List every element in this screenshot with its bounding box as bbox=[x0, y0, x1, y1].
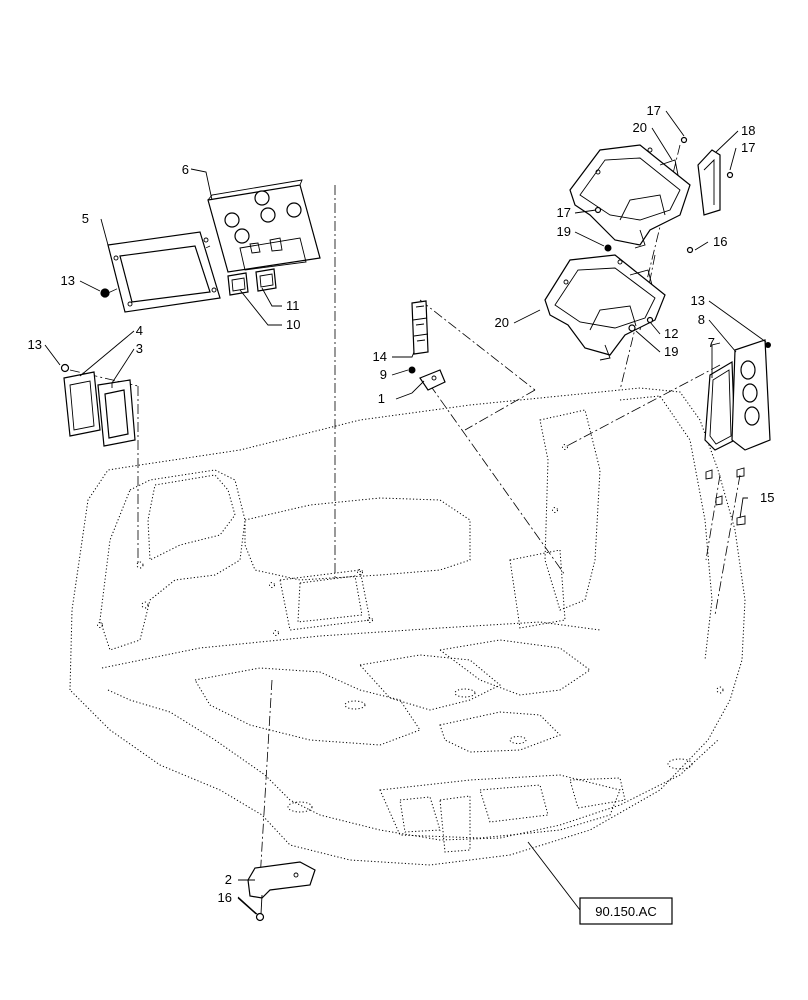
callout-9: 9 bbox=[380, 367, 387, 382]
part-13-nut bbox=[100, 288, 110, 298]
callout-16-upper: 16 bbox=[713, 234, 727, 249]
part-17-screw bbox=[594, 206, 602, 214]
callout-numbers: 1 2 3 4 5 6 7 8 9 10 11 12 13 13 13 14 1… bbox=[28, 103, 775, 905]
callout-12: 12 bbox=[664, 326, 678, 341]
callout-18: 18 bbox=[741, 123, 755, 138]
reference-link[interactable]: 90.150.AC bbox=[579, 897, 673, 925]
part-16-screw bbox=[686, 246, 694, 254]
part-13-nut bbox=[765, 342, 771, 348]
part-11-switch bbox=[255, 268, 277, 292]
callout-2: 2 bbox=[225, 872, 232, 887]
callout-20-upper: 20 bbox=[633, 120, 647, 135]
part-1-bracket bbox=[419, 369, 446, 391]
reference-label: 90.150.AC bbox=[595, 904, 656, 919]
callout-1: 1 bbox=[378, 391, 385, 406]
part-8-panel bbox=[731, 339, 771, 451]
part-17-screw bbox=[726, 171, 734, 179]
callout-19-upper: 19 bbox=[557, 224, 571, 239]
part-13-washer bbox=[60, 363, 70, 373]
part-19-nut bbox=[628, 324, 636, 332]
part-10-switch bbox=[227, 272, 249, 296]
callout-19-lower: 19 bbox=[664, 344, 678, 359]
callout-13-left: 13 bbox=[61, 273, 75, 288]
part-20-bracket-upper bbox=[569, 144, 691, 249]
callout-7: 7 bbox=[708, 335, 715, 350]
callout-11: 11 bbox=[286, 298, 300, 313]
callout-4: 4 bbox=[136, 323, 143, 338]
part-16-bolt bbox=[255, 894, 265, 922]
part-4-gasket bbox=[63, 371, 101, 437]
callout-13-frame: 13 bbox=[28, 337, 42, 352]
callout-10: 10 bbox=[286, 317, 300, 332]
part-17-screw bbox=[680, 136, 688, 144]
callout-14: 14 bbox=[373, 349, 387, 364]
callout-5: 5 bbox=[82, 211, 89, 226]
part-6-panel bbox=[207, 179, 321, 273]
callout-17-left: 17 bbox=[557, 205, 571, 220]
cab-roof-outline bbox=[69, 387, 746, 866]
callout-3: 3 bbox=[136, 341, 143, 356]
part-12-screw bbox=[646, 316, 654, 324]
part-15-clips bbox=[705, 467, 746, 526]
callout-17-top: 17 bbox=[647, 103, 661, 118]
part-5-frame bbox=[107, 231, 221, 313]
callout-15: 15 bbox=[760, 490, 774, 505]
part-7-seal bbox=[704, 360, 736, 451]
part-9-nut bbox=[408, 366, 416, 374]
part-2-bracket bbox=[247, 861, 316, 899]
callout-8: 8 bbox=[698, 312, 705, 327]
leader-lines bbox=[44, 110, 767, 916]
callout-13-right: 13 bbox=[691, 293, 705, 308]
part-18-bracket bbox=[697, 149, 721, 216]
callout-20-lower: 20 bbox=[495, 315, 509, 330]
callout-17-right: 17 bbox=[741, 140, 755, 155]
part-20-bracket-lower bbox=[544, 254, 666, 361]
callout-6: 6 bbox=[182, 162, 189, 177]
cab-fasteners bbox=[97, 444, 724, 694]
part-14-label bbox=[411, 300, 429, 355]
callout-16-lower: 16 bbox=[218, 890, 232, 905]
part-19-nut bbox=[604, 244, 612, 252]
part-3-frame bbox=[97, 379, 136, 447]
